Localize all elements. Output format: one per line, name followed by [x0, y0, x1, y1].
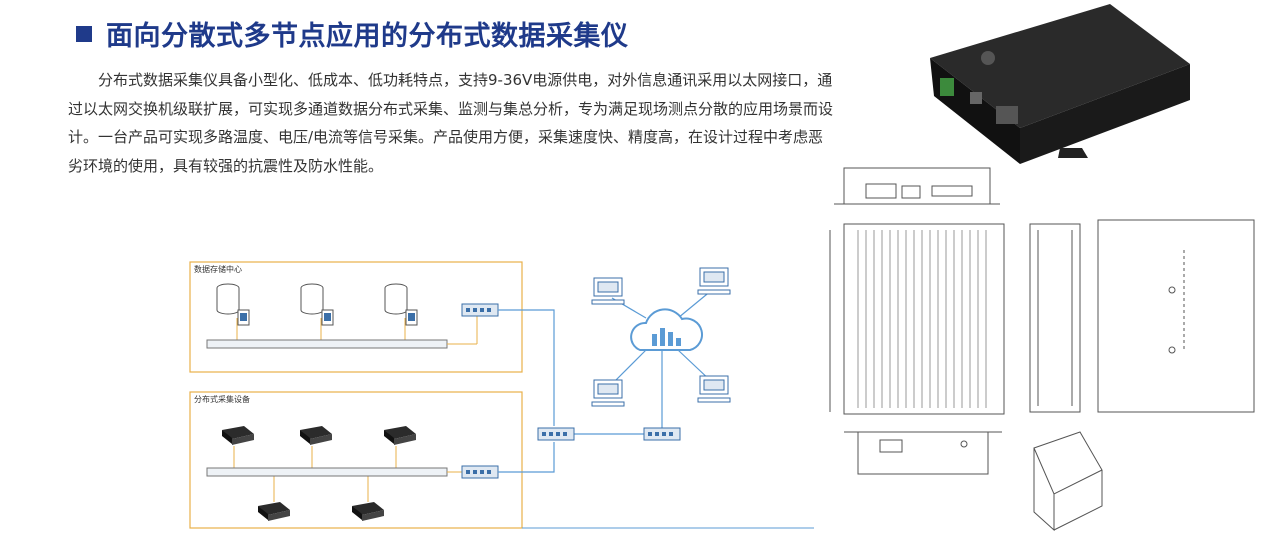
database-icon: [384, 283, 418, 326]
cloud-icon: [630, 308, 703, 351]
product-photo: [930, 4, 1190, 164]
product-drawings: [829, 4, 1255, 532]
description-paragraph: 分布式数据采集仪具备小型化、低成本、低功耗特点，支持9-36V电源供电，对外信息…: [68, 66, 838, 180]
storage-bus-bar: [206, 339, 448, 349]
storage-center-box: [189, 261, 523, 373]
acquisition-device-icon: [222, 426, 254, 445]
network-topology-diagram: 数据存储中心 分布式采集设备: [189, 261, 814, 529]
network-switch-icon: [461, 303, 499, 317]
network-switch-icon: [537, 427, 575, 441]
top-view-drawing: [1097, 219, 1255, 413]
acquisition-device-icon: [352, 502, 384, 521]
network-switch-icon: [461, 465, 499, 479]
computer-icon: [591, 379, 625, 407]
network-switch-icon: [643, 427, 681, 441]
computer-icon: [591, 277, 625, 305]
computer-icon: [697, 375, 731, 403]
rear-view-drawing: [844, 431, 1002, 475]
front-view-drawing: [829, 167, 1005, 415]
acquisition-bus-bar: [206, 467, 448, 477]
acquisition-device-box: [189, 391, 523, 529]
acquisition-device-icon: [384, 426, 416, 445]
acquisition-device-label: 分布式采集设备: [194, 394, 250, 404]
title-text: 面向分散式多节点应用的分布式数据采集仪: [106, 21, 629, 52]
acquisition-device-icon: [258, 502, 290, 521]
computer-icon: [697, 267, 731, 295]
page-title: 面向分散式多节点应用的分布式数据采集仪: [76, 14, 629, 53]
database-icon: [216, 283, 250, 326]
database-icon: [300, 283, 334, 326]
acquisition-device-icon: [300, 426, 332, 445]
isometric-drawing: [1033, 431, 1103, 532]
description-text: 分布式数据采集仪具备小型化、低成本、低功耗特点，支持9-36V电源供电，对外信息…: [68, 71, 834, 175]
side-view-drawing: [1029, 223, 1081, 413]
storage-center-label: 数据存储中心: [194, 264, 242, 274]
title-square-icon: [76, 25, 92, 42]
